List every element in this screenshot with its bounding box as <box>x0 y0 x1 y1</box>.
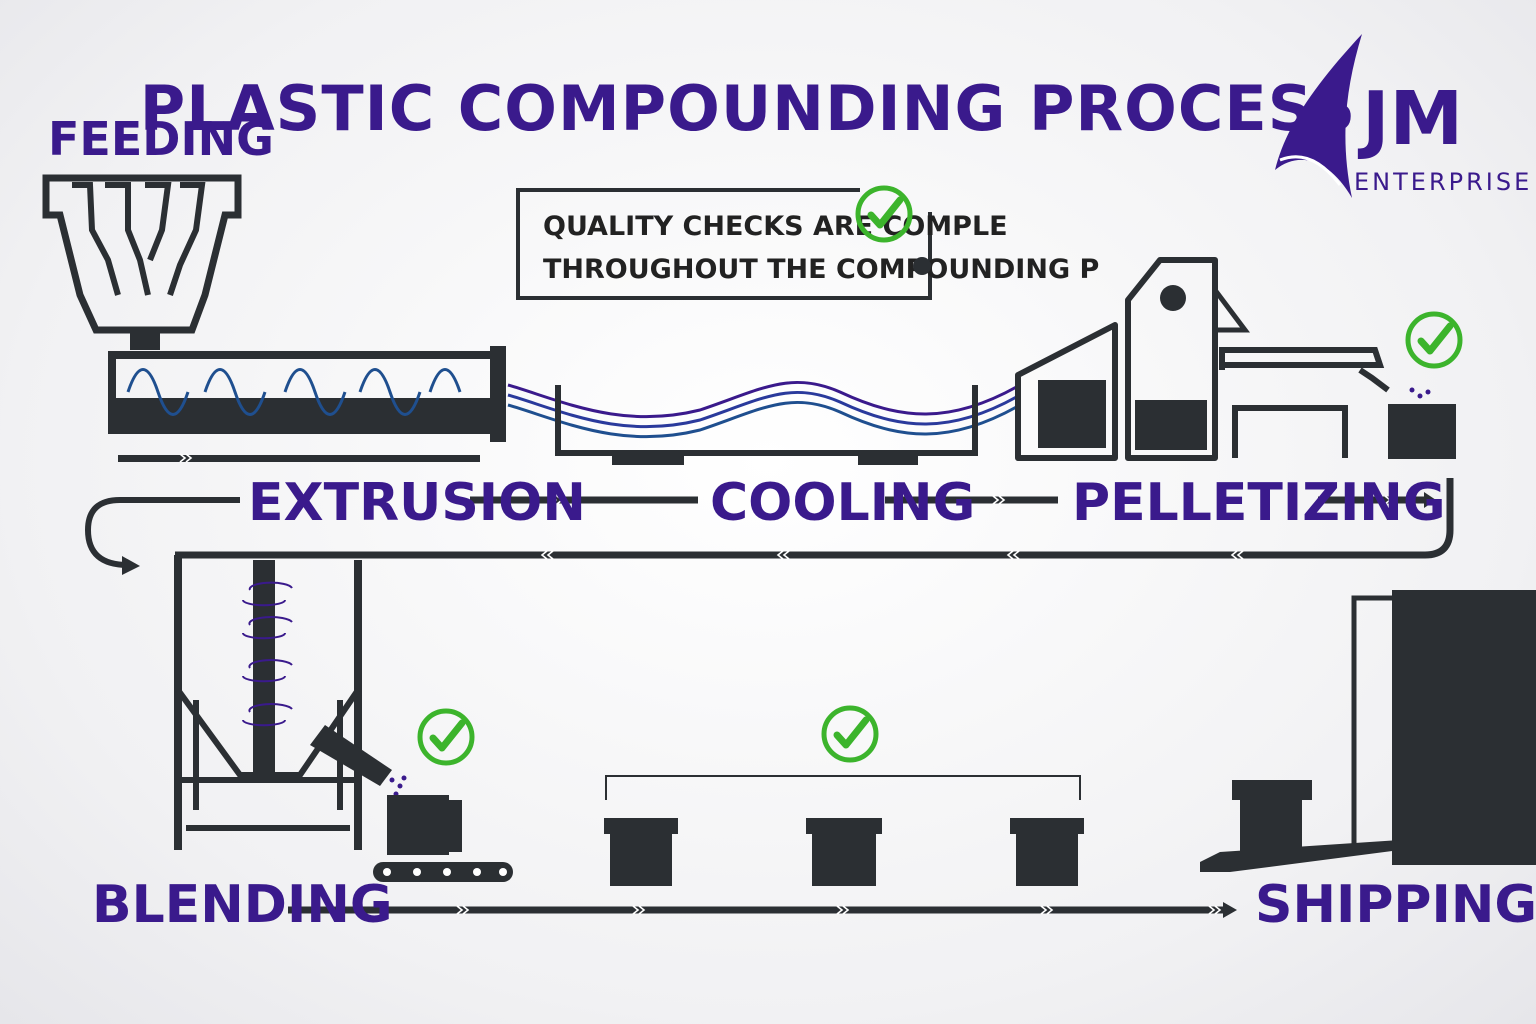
extruder-screw <box>126 368 462 416</box>
stage-label-shipping: SHIPPING <box>1255 875 1536 935</box>
shipping-truck <box>1200 590 1536 872</box>
quality-note-line2: THROUGHOUT THE COMPOUNDING P <box>543 254 1099 285</box>
blender-screw <box>242 581 293 727</box>
logo-sub-text: ENTERPRISE <box>1354 168 1532 196</box>
blender-machine <box>174 555 513 882</box>
stage-label-extrusion: EXTRUSION <box>248 473 586 533</box>
logo-main-text: JM <box>1357 76 1463 162</box>
check-icon <box>1408 314 1460 366</box>
quality-note: QUALITY CHECKS ARE COMPLE THROUGHOUT THE… <box>516 188 1099 300</box>
stage-label-feeding: FEEDING <box>48 112 274 166</box>
feeding-hopper <box>42 174 242 350</box>
stage-label-cooling: COOLING <box>710 473 975 533</box>
extruder-barrel <box>108 346 506 463</box>
stage-label-pelletizing: PELLETIZING <box>1072 473 1446 533</box>
jm-logo: JM ENTERPRISE <box>1275 34 1532 198</box>
pelletizer-machine <box>1015 257 1460 461</box>
stage-label-blending: BLENDING <box>92 875 393 935</box>
polymer-strands <box>507 380 1021 439</box>
check-icon <box>420 711 472 763</box>
upper-flow-line <box>84 478 1454 575</box>
lower-flow-line <box>288 902 1237 918</box>
cooling-bath <box>555 385 978 465</box>
page-title: PLASTIC COMPOUNDING PROCESS <box>140 72 1356 145</box>
packaging-boxes <box>604 708 1084 886</box>
quality-note-line1: QUALITY CHECKS ARE COMPLE <box>543 211 1008 242</box>
check-icon <box>824 708 876 760</box>
